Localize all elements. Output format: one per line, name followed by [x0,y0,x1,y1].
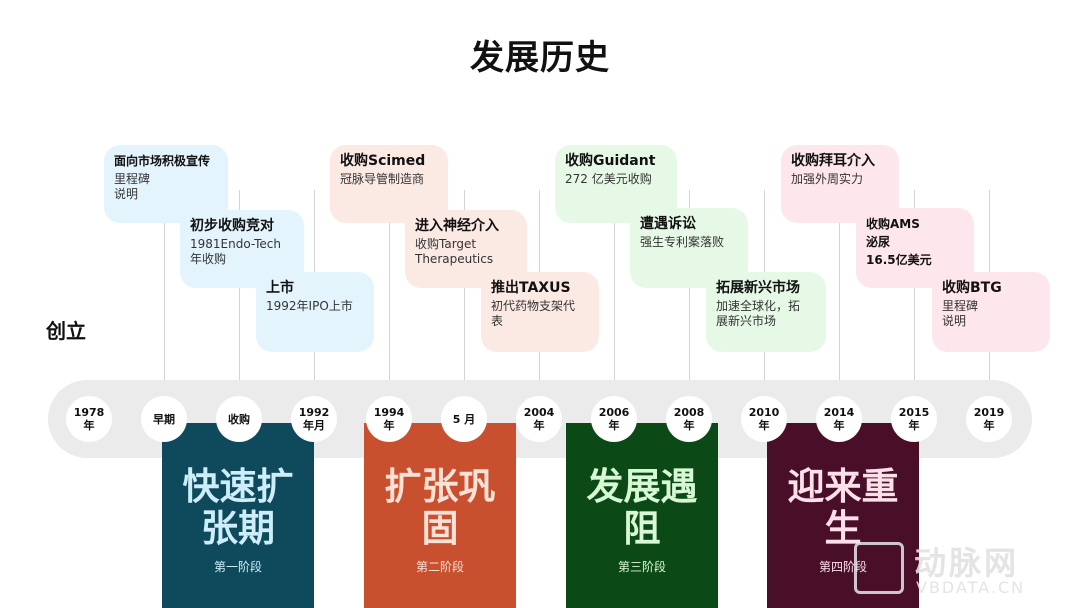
milestone-card: 进入神经介入 收购Target Therapeutics [405,210,527,288]
timeline-node: 2006 年 [591,396,637,442]
node-label: 1994 年 [373,406,405,432]
node-label: 早期 [153,412,175,426]
milestone-desc: 强生专利案落败 [640,235,725,249]
connector-line [239,190,240,400]
node-label: 2006 年 [598,406,630,432]
milestone-title: 收购BTG [942,280,1002,296]
phase-block: 迎来重 生 第四阶段 [767,423,919,608]
timeline-node: 2019 年 [966,396,1012,442]
milestone-desc: 272 亿美元收购 [565,172,652,186]
milestone-card: 收购BTG 里程碑 说明 [932,272,1050,352]
connector-line [389,190,390,400]
timeline-node: 2004 年 [516,396,562,442]
node-label: 2015 年 [898,406,930,432]
watermark-logo-icon [854,542,904,594]
timeline-node: 收购 [216,396,262,442]
milestone-title: 收购Guidant [565,153,656,169]
milestone-card: 上市 1992年IPO上市 [256,272,374,352]
watermark: 动脉网 VBDATA.CN [854,538,1068,600]
milestone-title: 收购AMS 泌尿 16.5亿美元 [866,217,932,267]
milestone-title: 拓展新兴市场 [716,280,800,296]
timeline-node: 1994 年 [366,396,412,442]
milestone-title: 进入神经介入 [415,218,499,234]
phase-label: 第一阶段 [213,560,262,574]
phase-title: 快速扩 张期 [182,465,294,550]
timeline-node: 1978 年 [66,396,112,442]
milestone-title: 遭遇诉讼 [640,216,696,232]
connector-line [464,190,465,400]
connector-line [839,190,840,400]
milestone-desc: 1981Endo-Tech 年收购 [190,237,282,266]
milestone-title: 面向市场积极宣传 [114,154,211,168]
milestone-title: 上市 [266,280,294,296]
node-label: 5 月 [452,412,476,426]
milestone-desc: 里程碑 说明 [114,172,151,201]
timeline-node: 5 月 [441,396,487,442]
node-label: 2004 年 [523,406,555,432]
node-label: 1992 年月 [298,406,330,432]
milestone-desc: 初代药物支架代 表 [491,299,576,328]
node-label: 2008 年 [673,406,705,432]
page-title: 发展历史 [470,38,610,78]
connector-line [914,190,915,400]
timeline-node: 2015 年 [891,396,937,442]
milestone-desc: 里程碑 说明 [942,299,979,328]
node-label: 2010 年 [748,406,780,432]
connector-line [689,190,690,400]
node-label: 1978 年 [73,406,105,432]
timeline-node: 2014 年 [816,396,862,442]
founding-label: 创立 [46,319,86,343]
phase-title: 扩张巩 固 [384,465,496,550]
timeline-node: 1992 年月 [291,396,337,442]
phase-block: 快速扩 张期 第一阶段 [162,423,314,608]
phase-label: 第三阶段 [617,560,666,574]
phase-title: 发展遇 阻 [586,465,698,550]
milestone-desc: 加速全球化，拓 展新兴市场 [716,299,801,328]
connector-line [614,190,615,400]
phase-block: 扩张巩 固 第二阶段 [364,423,516,608]
node-label: 收购 [228,412,250,426]
milestone-card: 面向市场积极宣传 里程碑 说明 [104,145,228,223]
phase-title: 迎来重 生 [787,465,899,550]
node-label: 2014 年 [823,406,855,432]
milestone-title: 初步收购竞对 [190,218,274,234]
milestone-card: 推出TAXUS 初代药物支架代 表 [481,272,599,352]
milestone-title: 收购Scimed [340,153,426,169]
timeline-node: 早期 [141,396,187,442]
phase-label: 第二阶段 [415,560,464,574]
milestone-desc: 收购Target Therapeutics [415,237,494,266]
milestone-desc: 加强外周实力 [791,172,864,186]
milestone-desc: 冠脉导管制造商 [340,172,425,186]
milestone-desc: 1992年IPO上市 [266,299,353,313]
connector-line [164,190,165,400]
milestone-title: 推出TAXUS [491,280,571,296]
milestone-card: 拓展新兴市场 加速全球化，拓 展新兴市场 [706,272,826,352]
watermark-cn-text: 动脉网 [914,544,1020,582]
timeline-node: 2008 年 [666,396,712,442]
timeline-node: 2010 年 [741,396,787,442]
node-label: 2019 年 [973,406,1005,432]
watermark-en-text: VBDATA.CN [916,578,1026,597]
phase-block: 发展遇 阻 第三阶段 [566,423,718,608]
milestone-title: 收购拜耳介入 [791,153,875,169]
